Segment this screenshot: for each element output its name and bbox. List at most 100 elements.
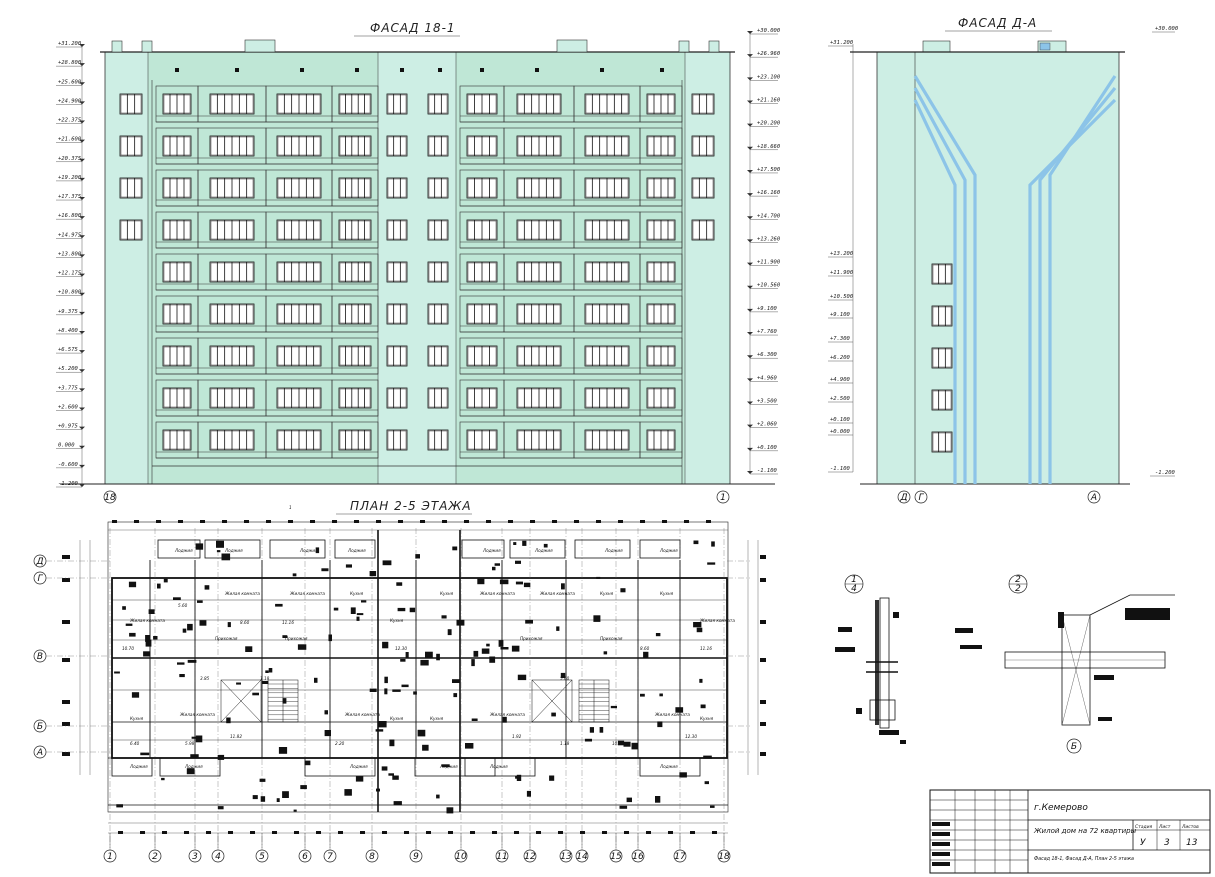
- side-level-right-top: +30.000: [1155, 26, 1179, 32]
- facade-main-window: [386, 219, 408, 241]
- room-label: Лоджия: [482, 548, 501, 553]
- level-mark: +2.600: [58, 404, 79, 410]
- room-label: Кухня: [390, 716, 404, 721]
- level-mark: +2.500: [830, 396, 851, 402]
- plan-axis-label: 17: [674, 852, 686, 862]
- facade-main-window: [691, 135, 715, 157]
- detail-2: 2 2 Б: [955, 574, 1175, 754]
- room-label: Лоджия: [347, 548, 366, 553]
- room-label: Лоджия: [659, 548, 678, 553]
- facade-side-stripes: [913, 75, 1117, 484]
- level-mark: +0.100: [757, 445, 778, 451]
- level-mark: +3.500: [757, 399, 778, 405]
- facade-main-window: [427, 345, 449, 367]
- plan-axis-bubble: [188, 849, 202, 863]
- facade-main-window: [119, 135, 143, 157]
- level-mark: +31.200: [830, 40, 854, 46]
- facade-main-window: [338, 177, 372, 199]
- room-label: Жилая комната: [539, 591, 575, 596]
- level-mark: +7.300: [830, 336, 851, 342]
- level-mark: +14.700: [757, 213, 781, 219]
- facade-side-window: [931, 263, 953, 285]
- plan-axis-label: 9: [413, 852, 419, 862]
- level-mark: +17.500: [757, 167, 781, 173]
- plan-axis-bubble: [33, 571, 47, 585]
- facade-axis-18: 18: [104, 493, 116, 503]
- plan-axis-label: 1: [107, 852, 113, 862]
- room-label: Лоджия: [349, 764, 368, 769]
- room-label: Жилая комната: [479, 591, 515, 596]
- level-mark: +20.200: [757, 121, 781, 127]
- room-label: Лоджия: [604, 548, 623, 553]
- room-label: Кухня: [700, 716, 714, 721]
- facade-main-window: [691, 219, 715, 241]
- room-label: Прихожая: [600, 636, 623, 641]
- level-mark: +9.100: [830, 312, 851, 318]
- plan-axis-label: А: [36, 748, 43, 758]
- level-mark: +21.600: [58, 137, 82, 143]
- area-label: 1.18: [560, 741, 570, 746]
- room-label: Кухня: [660, 591, 674, 596]
- area-label: 3.85: [200, 676, 210, 681]
- facade-main-window: [338, 429, 372, 451]
- level-mark: 0.000: [58, 443, 75, 449]
- area-label: 11.16: [282, 620, 294, 625]
- facade-main-window: [427, 177, 449, 199]
- plan-axis-label: В: [37, 652, 43, 662]
- area-label: 1.18: [260, 676, 270, 681]
- level-mark: -1.200: [58, 481, 79, 487]
- stamp-col-stage: Стадия: [1135, 824, 1153, 830]
- side-axis-a: А: [1090, 493, 1097, 503]
- stamp-city: г.Кемерово: [1034, 803, 1088, 813]
- level-mark: +0.000: [830, 429, 851, 435]
- plan-axis-bubble: [717, 849, 731, 863]
- level-mark: +20.375: [58, 156, 81, 162]
- level-mark: -0.600: [58, 462, 79, 468]
- plan-axis-label: 18: [718, 852, 730, 862]
- room-label: Жилая комната: [129, 618, 165, 623]
- level-mark: +25.600: [58, 79, 82, 85]
- plan-axis-bubble: [103, 849, 117, 863]
- plan-axis-label: 13: [560, 852, 572, 862]
- detail-1-sheet: 4: [851, 584, 857, 594]
- level-mark: +9.375: [58, 309, 78, 315]
- facade-main-window: [386, 303, 408, 325]
- facade-side-window: [931, 347, 953, 369]
- facade-main-window: [691, 177, 715, 199]
- plan-axis-bubble: [495, 849, 509, 863]
- facade-main-window: [338, 387, 372, 409]
- facade-side-windows: [931, 263, 953, 453]
- plan-axis-bubble: [33, 719, 47, 733]
- facade-main-window: [119, 219, 143, 241]
- area-label: 12.30: [395, 646, 407, 651]
- level-mark: +10.560: [757, 283, 781, 289]
- room-label: Лоджия: [299, 548, 318, 553]
- plan-grid: [109, 520, 727, 850]
- area-label: 1.92: [512, 734, 522, 739]
- plan-axis-label: 11: [496, 852, 507, 862]
- plan-axis-bubble: [673, 849, 687, 863]
- side-axis-g: Г: [918, 493, 924, 503]
- level-mark: -1.100: [830, 466, 851, 472]
- facade-side-window: [931, 431, 953, 453]
- plan-axis-label: Д: [35, 557, 43, 567]
- plan-axis-bubble: [255, 849, 269, 863]
- facade-main-levels-left: +31.200+28.800+25.600+24.900+22.375+21.6…: [56, 41, 85, 488]
- level-mark: +11.900: [830, 270, 854, 276]
- facade-main-window: [338, 135, 372, 157]
- level-mark: +13.260: [757, 236, 781, 242]
- plan-axis-bubble: [33, 745, 47, 759]
- area-label: 2.20: [335, 741, 345, 746]
- plan-axis-label: 16: [632, 852, 644, 862]
- room-label: Прихожая: [520, 636, 543, 641]
- level-mark: +30.000: [757, 28, 781, 34]
- plan-axis-label: 2: [152, 852, 158, 862]
- facade-main: ФАСАД 18-1 +31.200+28.800+25.600+24.900+…: [56, 21, 781, 504]
- level-mark: +4.900: [830, 377, 851, 383]
- facade-side: ФАСАД Д-А +31.200+13.200+11.900+10.500+9…: [828, 16, 1179, 504]
- side-axis-d: Д: [899, 493, 907, 503]
- room-label: Прихожая: [285, 636, 308, 641]
- level-mark: +16.160: [757, 190, 781, 196]
